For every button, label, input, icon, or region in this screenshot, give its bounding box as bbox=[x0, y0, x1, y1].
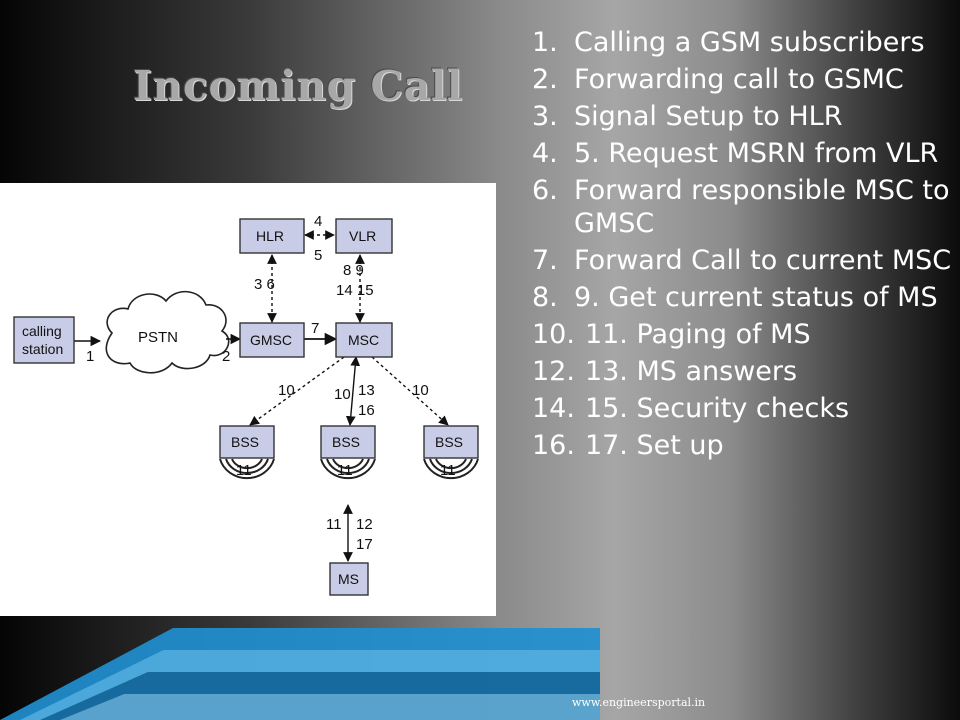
step-item: 12. 13. MS answers bbox=[532, 355, 952, 388]
radio-waves-left bbox=[219, 458, 275, 480]
bss-mid-label: BSS bbox=[332, 434, 360, 450]
label-13: 13 bbox=[358, 382, 375, 399]
msc-label: MSC bbox=[348, 332, 379, 348]
label-10-left: 10 bbox=[278, 382, 295, 399]
step-text: 5. Request MSRN from VLR bbox=[574, 138, 939, 169]
bss-right-node: BSS bbox=[423, 425, 479, 459]
step-number: 10. bbox=[532, 319, 575, 350]
radio-waves-mid bbox=[320, 458, 376, 480]
pstn-cloud: PSTN bbox=[105, 290, 230, 374]
diagram-links bbox=[74, 230, 449, 562]
bss-right-label: BSS bbox=[435, 434, 463, 450]
step-item: 4. 5. Request MSRN from VLR bbox=[532, 137, 952, 170]
step-number: 7. bbox=[532, 245, 558, 276]
step-text: Forward Call to current MSC bbox=[574, 245, 952, 276]
label-2: 2 bbox=[222, 348, 230, 365]
footer-url: www.engineersportal.in bbox=[572, 696, 706, 709]
vlr-label: VLR bbox=[349, 228, 376, 244]
msc-node: MSC bbox=[335, 322, 393, 358]
hlr-node: HLR bbox=[239, 218, 305, 254]
label-11-right: 11 bbox=[440, 462, 456, 479]
label-5: 5 bbox=[314, 247, 322, 264]
radio-waves-right bbox=[423, 458, 479, 480]
label-1: 1 bbox=[86, 348, 94, 365]
label-11-mid: 11 bbox=[337, 462, 353, 479]
step-item: 7. Forward Call to current MSC bbox=[532, 244, 952, 277]
steps-list: 1. Calling a GSM subscribers 2. Forwarding… bbox=[532, 26, 952, 466]
step-text: Signal Setup to HLR bbox=[574, 101, 843, 132]
step-text: 13. MS answers bbox=[584, 356, 798, 387]
step-labels: 1 2 3 6 4 5 7 8 9 14 15 10 10 13 16 10 1… bbox=[86, 213, 456, 553]
step-text: 15. Security checks bbox=[584, 393, 850, 424]
step-number: 14. bbox=[532, 393, 575, 424]
step-number: 8. bbox=[532, 282, 558, 313]
hlr-label: HLR bbox=[256, 228, 284, 244]
label-11-left: 11 bbox=[236, 462, 252, 479]
step-item: 1. Calling a GSM subscribers bbox=[532, 26, 952, 59]
step-text: Forwarding call to GSMC bbox=[574, 64, 904, 95]
step-text: Forward responsible MSC to GMSC bbox=[574, 175, 950, 239]
step-item: 16. 17. Set up bbox=[532, 429, 952, 462]
label-17: 17 bbox=[356, 536, 373, 553]
step-number: 3. bbox=[532, 101, 558, 132]
diagram-canvas: PSTN calling bbox=[13, 213, 479, 596]
step-item: 3. Signal Setup to HLR bbox=[532, 100, 952, 133]
bss-mid-node: BSS bbox=[320, 425, 376, 459]
step-number: 6. bbox=[532, 175, 558, 206]
bss-left-node: BSS bbox=[219, 425, 275, 459]
gmsc-node: GMSC bbox=[239, 322, 305, 358]
step-item: 2. Forwarding call to GSMC bbox=[532, 63, 952, 96]
step-number: 16. bbox=[532, 430, 575, 461]
label-11-ms: 11 bbox=[326, 516, 342, 533]
label-10-right: 10 bbox=[412, 382, 429, 399]
gmsc-label: GMSC bbox=[250, 332, 292, 348]
pstn-label: PSTN bbox=[138, 329, 178, 346]
label-12: 12 bbox=[356, 516, 373, 533]
slide-title: Incoming Call bbox=[133, 62, 463, 110]
step-number: 1. bbox=[532, 27, 558, 58]
label-10-mid: 10 bbox=[334, 386, 351, 403]
step-item: 6. Forward responsible MSC to GMSC bbox=[532, 174, 952, 240]
vlr-node: VLR bbox=[335, 218, 393, 254]
label-14-15: 14 15 bbox=[336, 282, 374, 299]
calling-station-node: calling station bbox=[13, 316, 75, 364]
decorative-stripes bbox=[0, 615, 600, 720]
calling-station-label-2: station bbox=[22, 341, 63, 357]
label-8-9: 8 9 bbox=[343, 262, 364, 279]
calling-station-label-1: calling bbox=[22, 323, 62, 339]
step-item: 10. 11. Paging of MS bbox=[532, 318, 952, 351]
ms-node: MS bbox=[329, 562, 369, 596]
step-number: 4. bbox=[532, 138, 558, 169]
label-7: 7 bbox=[311, 320, 319, 337]
ms-label: MS bbox=[338, 571, 359, 587]
step-number: 12. bbox=[532, 356, 575, 387]
step-item: 8. 9. Get current status of MS bbox=[532, 281, 952, 314]
bss-left-label: BSS bbox=[231, 434, 259, 450]
step-text: Calling a GSM subscribers bbox=[574, 27, 925, 58]
step-number: 2. bbox=[532, 64, 558, 95]
step-text: 9. Get current status of MS bbox=[574, 282, 938, 313]
label-16: 16 bbox=[358, 402, 375, 419]
step-item: 14. 15. Security checks bbox=[532, 392, 952, 425]
step-text: 11. Paging of MS bbox=[584, 319, 811, 350]
label-3-6: 3 6 bbox=[254, 276, 275, 293]
gsm-call-diagram: PSTN calling bbox=[0, 183, 496, 616]
step-text: 17. Set up bbox=[584, 430, 724, 461]
label-4: 4 bbox=[314, 213, 322, 230]
